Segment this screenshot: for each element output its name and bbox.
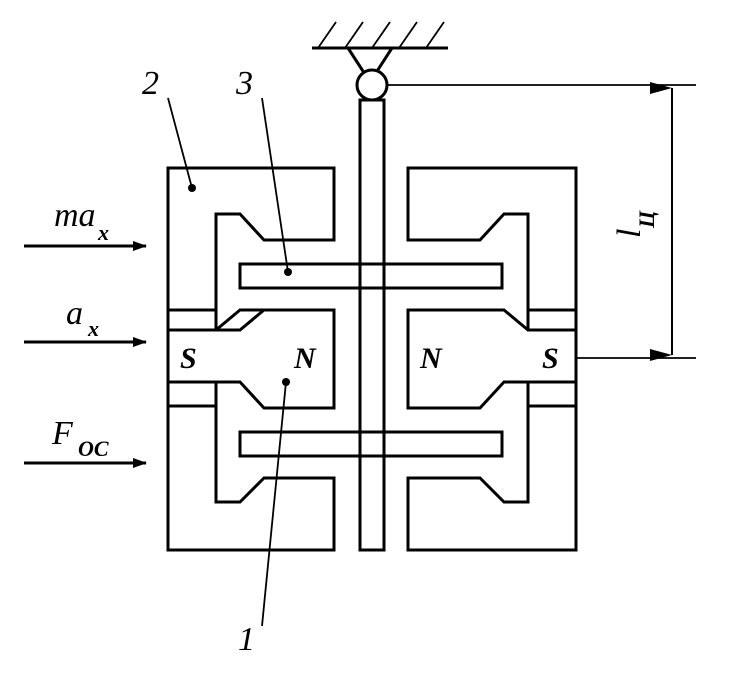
- pole-left-inner: N: [293, 342, 317, 375]
- pole-left-outer: S: [180, 342, 197, 375]
- right-pole-shoe: [406, 308, 576, 410]
- label-a-x: a: [66, 295, 83, 332]
- label-length: l: [611, 229, 648, 238]
- pivot-hinge: [355, 68, 389, 102]
- pole-right-inner: N: [419, 342, 443, 375]
- left-housing: [166, 166, 336, 552]
- leader-line-1: [261, 381, 287, 627]
- label-f-oc: F: [51, 415, 74, 452]
- label-a-x-sub: x: [87, 316, 99, 341]
- right-housing: [406, 166, 578, 552]
- label-ma-x-sub: x: [97, 220, 109, 245]
- label-part-3: 3: [235, 65, 253, 102]
- label-ma-x: ma: [54, 197, 96, 234]
- lower-coil: [238, 430, 504, 458]
- pendulum-rod: [358, 98, 386, 552]
- left-pole-shoe: [168, 308, 336, 410]
- leader-line-3: [261, 97, 289, 273]
- pole-right-outer: S: [542, 342, 559, 375]
- label-length-sub: Ц: [634, 210, 659, 229]
- label-part-2: 2: [142, 65, 159, 102]
- leader-line-2: [167, 97, 193, 189]
- label-f-oc-sub: OC: [78, 436, 109, 461]
- upper-coil: [238, 262, 504, 290]
- label-part-1: 1: [238, 621, 255, 658]
